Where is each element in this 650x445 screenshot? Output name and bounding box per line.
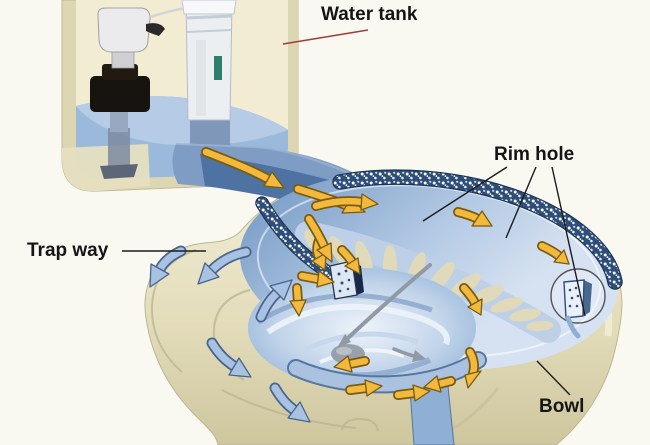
label-water-tank: Water tank — [321, 4, 418, 25]
rim-hole-leader-line-3 — [551, 166, 586, 317]
rim-channel — [255, 169, 623, 300]
fill-valve — [90, 4, 215, 179]
rim-hole-leader-line-2 — [505, 166, 537, 239]
drain-channel — [287, 351, 487, 445]
label-rim-hole: Rim hole — [494, 144, 575, 165]
water-tank-leader-line — [282, 29, 369, 45]
float-cup — [90, 76, 150, 112]
swirl-arrows — [337, 263, 432, 362]
trap-arrows — [149, 245, 311, 423]
rim-channel-cut — [329, 260, 364, 300]
bowl-opening — [239, 172, 619, 445]
bowl-leader-line — [536, 360, 571, 396]
leader-lines — [122, 29, 586, 396]
label-bowl: Bowl — [539, 396, 585, 417]
flow-arrows — [201, 147, 570, 402]
rim-hole-leader-line-1 — [422, 166, 508, 222]
label-trap-way: Trap way — [27, 240, 109, 261]
